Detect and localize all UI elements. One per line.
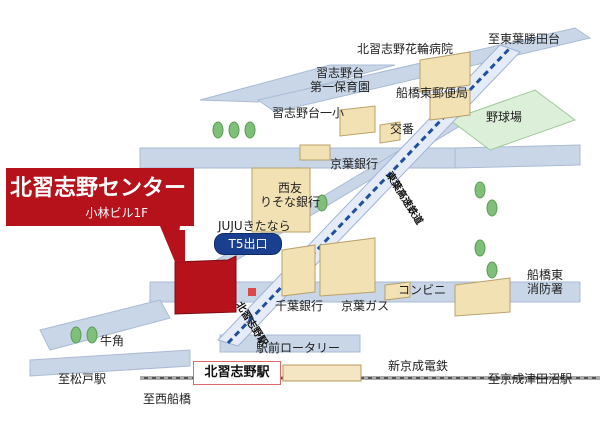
label-direction-tsudanuma: 至京成津田沼駅 — [488, 372, 573, 386]
building-keiyo-gas — [319, 237, 376, 297]
label-gyukaku: 牛角 — [100, 334, 125, 348]
label-chiba-bank: 千葉銀行 — [275, 299, 324, 313]
center-callout: 北習志野センター 小林ビル1F — [6, 168, 194, 226]
label-fire-station: 船橋東 消防署 — [527, 268, 564, 296]
buildings — [251, 51, 511, 317]
label-school: 習志野台一小 — [272, 106, 345, 120]
building-conv — [384, 281, 411, 301]
label-seiyu: 西友 りそな銀行 — [260, 181, 321, 209]
building-keiyo-north — [299, 144, 331, 161]
station-exit-badge: T5出口 — [214, 233, 282, 255]
building-hospital — [419, 51, 471, 93]
building-fire — [454, 277, 511, 317]
label-keiyo-gas: 京葉ガス — [341, 299, 390, 313]
label-hospital: 北習志野花輪病院 — [357, 42, 454, 56]
label-convenience: コンビニ — [398, 283, 447, 297]
road-rotary — [219, 334, 361, 353]
label-direction-katsutadai: 至東葉勝田台 — [488, 32, 561, 46]
label-shinkeisei: 新京成電鉄 — [388, 359, 449, 373]
label-juju: JUJUきたなら — [218, 219, 291, 233]
building-chiba-bank — [281, 244, 316, 297]
building-police — [379, 121, 401, 144]
road-bottom-left — [29, 349, 191, 377]
center-title: 北習志野センター — [10, 176, 187, 201]
label-police-box: 交番 — [390, 122, 415, 136]
label-direction-nishifunabashi: 至西船橋 — [143, 392, 192, 406]
label-baseball: 野球場 — [486, 110, 523, 124]
building-seiyu — [251, 167, 311, 233]
label-keiyo-bank-north: 京葉銀行 — [330, 157, 379, 171]
label-rotary: 駅前ロータリー — [256, 341, 341, 355]
trees — [70, 121, 498, 344]
label-nursery: 習志野台 第一保育園 — [310, 66, 371, 94]
building-nursery — [339, 105, 376, 137]
baseball-field — [448, 89, 577, 151]
road-top — [199, 64, 396, 103]
label-post-office: 船橋東郵便局 — [396, 86, 469, 100]
road-right-horizontal — [454, 144, 581, 169]
label-direction-matsudo: 至松戸駅 — [58, 372, 107, 386]
building-post — [429, 89, 471, 121]
center-subtitle: 小林ビル1F — [85, 206, 148, 220]
station-name-box: 北習志野駅 — [193, 361, 281, 385]
